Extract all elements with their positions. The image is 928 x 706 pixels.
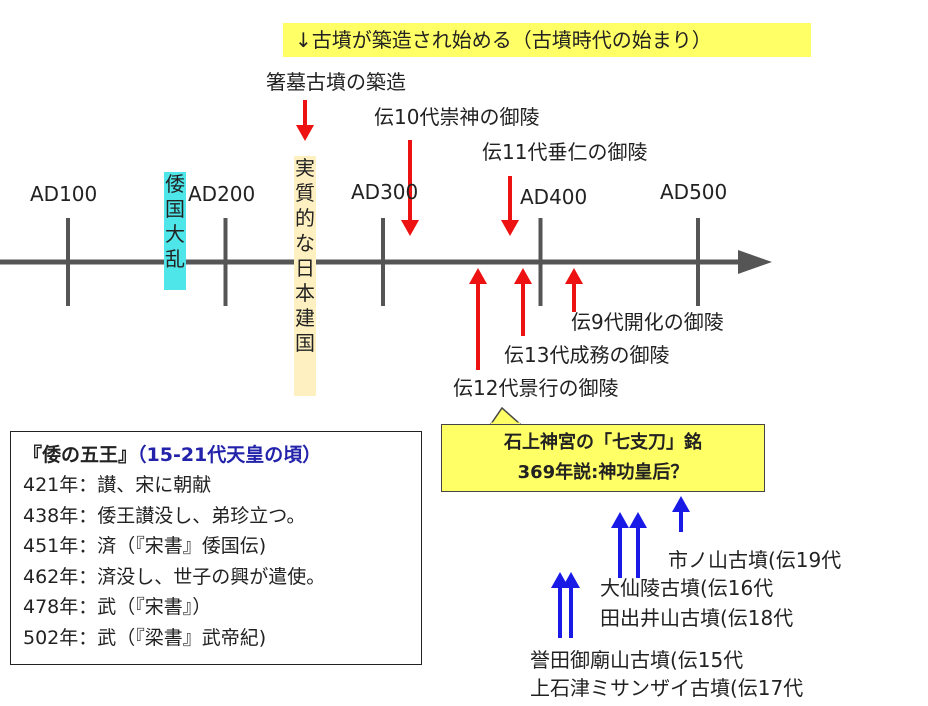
arrow-kamiishizu-head [562,572,580,588]
arrow-daisenryo-head [611,512,629,528]
timeline-axis [0,218,772,306]
arrow-ichinoyama-head [672,496,690,512]
period-war-label: 倭国大乱 [164,172,186,290]
event-keiko: 伝12代景行の御陵 [453,376,619,400]
tick-label-ad500: AD500 [660,180,728,204]
arrow-suinin-head [501,220,519,236]
arrow-keiko-head [469,268,487,284]
arrow-sujin-head [401,220,419,236]
timeline-arrowhead [738,250,772,274]
tomb-kamiishizu: 上石津ミサンザイ古墳(伝17代 [530,676,804,700]
five-kings-row: 438年：倭王讃没し、弟珍立つ。 [23,504,306,527]
five-kings-title: 『倭の五王』 [23,444,138,466]
tick-label-ad200: AD200 [188,182,256,206]
five-kings-row: 502年：武（『梁書』武帝紀) [23,626,267,649]
arrow-hashihaka-head [296,125,314,141]
arrow-seimu-head [514,268,532,284]
callout-line-1: 石上神宮の「七支刀」銘 [504,432,702,453]
five-kings-heading: 『倭の五王』（15-21代天皇の頃） [23,440,409,470]
tick-label-ad400: AD400 [520,185,588,209]
tick-label-ad100: AD100 [30,182,98,206]
period-founding-label: 実質的な日本建国 [294,156,316,396]
event-suinin: 伝11代垂仁の御陵 [482,140,648,164]
kofun-era-banner: ↓古墳が築造され始める（古墳時代の始まり） [283,23,811,57]
event-sujin: 伝10代崇神の御陵 [374,105,540,129]
callout-pointer [489,406,522,426]
event-hashihaka: 箸墓古墳の築造 [266,70,406,94]
tick-label-ad300: AD300 [351,180,419,204]
event-arrows [296,100,690,638]
tomb-ichinoyama: 市ノ山古墳(伝19代 [668,548,842,572]
callout-line-2: 369年説:神功皇后？ [517,462,689,483]
tomb-daisenryo: 大仙陵古墳(伝16代 [600,576,774,600]
seven-branched-sword-callout: 石上神宮の「七支刀」銘 369年説:神功皇后？ [441,424,765,492]
five-kings-box: 『倭の五王』（15-21代天皇の頃） 421年：讃、宋に朝献 438年：倭王讃没… [10,431,422,665]
five-kings-row: 451年：済（『宋書』倭国伝) [23,535,267,557]
event-seimu: 伝13代成務の御陵 [504,343,670,367]
five-kings-subtitle: （15-21代天皇の頃） [137,444,322,466]
tomb-konda: 誉田御廟山古墳(伝15代 [530,648,744,672]
five-kings-row: 478年：武（『宋書』） [23,596,212,618]
event-kaika: 伝9代開化の御陵 [571,310,724,334]
tomb-tadeiyama: 田出井山古墳(伝18代 [600,606,794,630]
five-kings-row: 462年：済没し、世子の興が遣使。 [23,565,326,588]
arrow-tadeiyama-head [629,512,647,528]
five-kings-row: 421年：讃、宋に朝献 [23,474,212,496]
arrow-kaika-head [565,268,583,284]
